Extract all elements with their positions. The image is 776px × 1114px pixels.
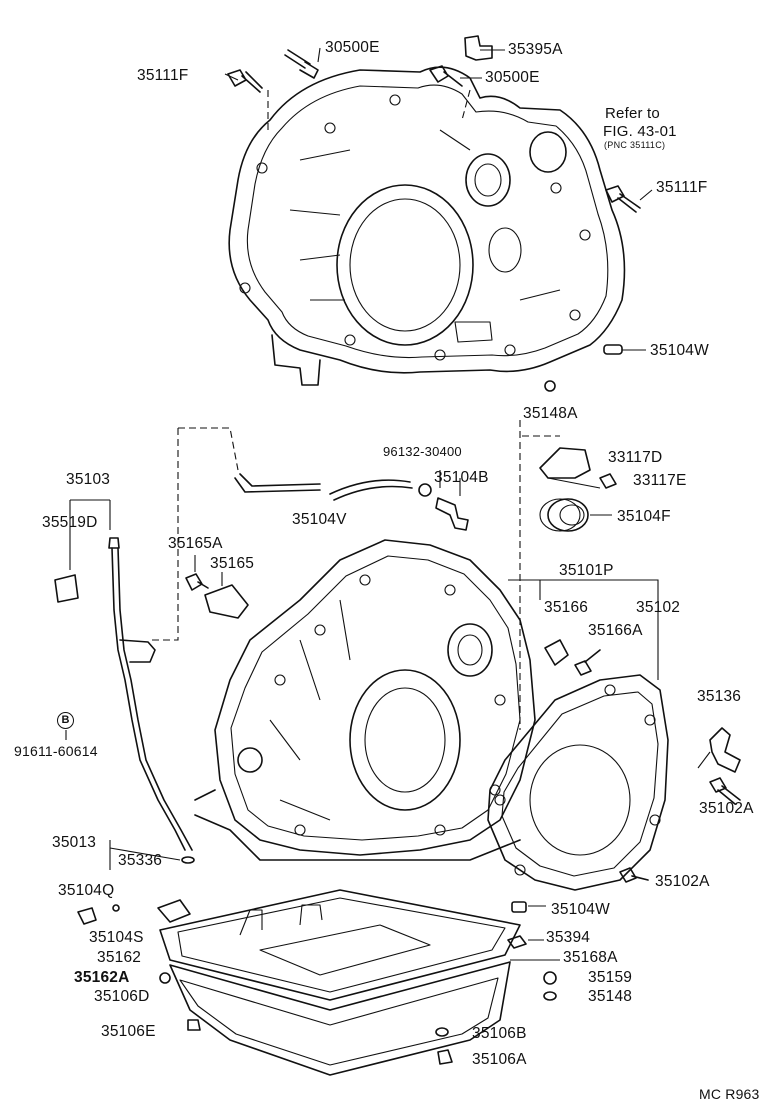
dipstick-and-tubes bbox=[54, 427, 469, 851]
part-label-35111F-left[interactable]: 35111F bbox=[137, 67, 189, 84]
top-fasteners bbox=[224, 35, 653, 392]
part-label-35013[interactable]: 35013 bbox=[52, 834, 97, 851]
reference-note-line2[interactable]: FIG. 43-01 bbox=[603, 123, 677, 140]
part-label-35165A[interactable]: 35165A bbox=[168, 535, 223, 552]
part-label-35165[interactable]: 35165 bbox=[210, 555, 255, 572]
part-label-35102A-low[interactable]: 35102A bbox=[655, 873, 710, 890]
side-cover-drawing bbox=[487, 447, 741, 913]
transaxle-case-drawing bbox=[194, 420, 560, 861]
part-label-35106D[interactable]: 35106D bbox=[94, 988, 150, 1005]
part-label-35394[interactable]: 35394 bbox=[546, 929, 591, 946]
oil-pan-drawing bbox=[77, 840, 560, 1076]
part-label-35159[interactable]: 35159 bbox=[588, 969, 633, 986]
bolt-symbol-b: B bbox=[57, 712, 74, 729]
part-label-35162[interactable]: 35162 bbox=[97, 949, 142, 966]
part-label-35148[interactable]: 35148 bbox=[588, 988, 633, 1005]
part-label-91611-60614[interactable]: 91611-60614 bbox=[14, 743, 98, 759]
part-label-35102[interactable]: 35102 bbox=[636, 599, 681, 616]
transaxle-housing-drawing bbox=[228, 66, 626, 386]
part-label-35104S[interactable]: 35104S bbox=[89, 929, 144, 946]
part-label-35148A[interactable]: 35148A bbox=[523, 405, 578, 422]
diagram-code: MC R963 bbox=[699, 1086, 760, 1102]
reference-note-line3: (PNC 35111C) bbox=[604, 140, 666, 150]
part-label-35104W-low[interactable]: 35104W bbox=[551, 901, 610, 918]
part-label-35168A[interactable]: 35168A bbox=[563, 949, 618, 966]
part-label-35104V[interactable]: 35104V bbox=[292, 511, 347, 528]
part-label-35106A[interactable]: 35106A bbox=[472, 1051, 527, 1068]
part-label-35166[interactable]: 35166 bbox=[544, 599, 589, 616]
part-label-35104B[interactable]: 35104B bbox=[434, 469, 489, 486]
part-label-33117D[interactable]: 33117D bbox=[608, 449, 663, 466]
part-label-96132-30400[interactable]: 96132-30400 bbox=[383, 444, 462, 459]
part-label-35519D[interactable]: 35519D bbox=[42, 514, 98, 531]
part-label-35104Q[interactable]: 35104Q bbox=[58, 882, 115, 899]
part-label-35395A[interactable]: 35395A bbox=[508, 41, 563, 58]
part-label-35103[interactable]: 35103 bbox=[66, 471, 111, 488]
part-label-35104W-top[interactable]: 35104W bbox=[650, 342, 709, 359]
part-label-35166A[interactable]: 35166A bbox=[588, 622, 643, 639]
part-label-33117E[interactable]: 33117E bbox=[633, 472, 687, 489]
part-label-35111F-right[interactable]: 35111F bbox=[656, 179, 708, 196]
part-label-35136[interactable]: 35136 bbox=[697, 688, 742, 705]
part-label-35162A[interactable]: 35162A bbox=[74, 969, 130, 986]
part-label-35104F[interactable]: 35104F bbox=[617, 508, 671, 525]
part-label-30500E-mid[interactable]: 30500E bbox=[485, 69, 540, 86]
part-label-35336[interactable]: 35336 bbox=[118, 852, 163, 869]
part-label-30500E-top[interactable]: 30500E bbox=[325, 39, 380, 56]
part-label-35102A-right[interactable]: 35102A bbox=[699, 800, 754, 817]
part-label-35106B[interactable]: 35106B bbox=[472, 1025, 527, 1042]
part-label-35101P[interactable]: 35101P bbox=[559, 562, 614, 579]
part-label-35106E[interactable]: 35106E bbox=[101, 1023, 156, 1040]
reference-note-line1: Refer to bbox=[605, 105, 660, 122]
